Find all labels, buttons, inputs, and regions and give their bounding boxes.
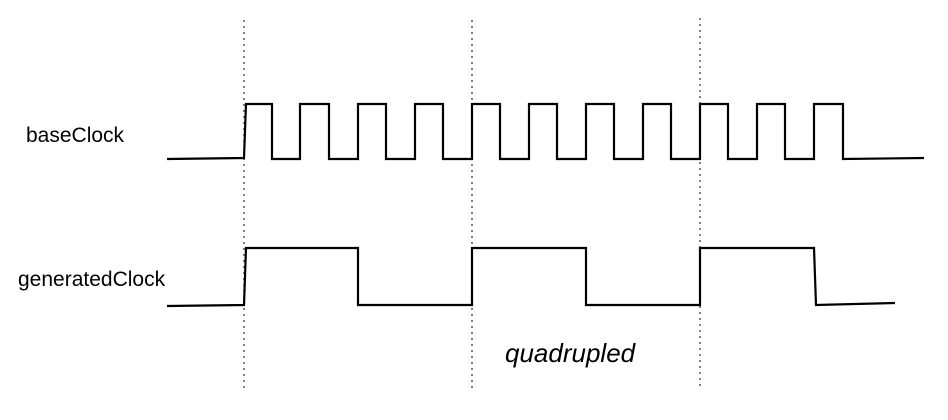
base-clock-waveform: [166, 102, 925, 161]
base-clock-label: baseClock: [26, 124, 125, 147]
guide-lines: [243, 18, 701, 392]
generated-clock-label: generatedClock: [18, 268, 166, 291]
annotation-label: quadrupled: [505, 338, 636, 368]
generated-clock-waveform: [166, 246, 896, 308]
